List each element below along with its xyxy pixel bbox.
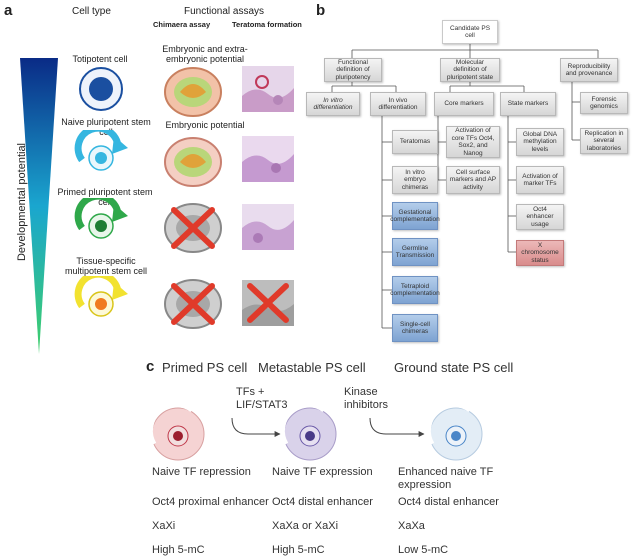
developmental-gradient-triangle xyxy=(20,58,58,354)
metastable-row4: High 5-mC xyxy=(272,544,325,556)
germline-transmission-box: Germline Transmission xyxy=(392,238,438,266)
metastable-ps-cell-icon xyxy=(279,402,337,461)
global-dna-methylation-box: Global DNA methylation levels xyxy=(516,128,564,156)
metastable-row3: XaXa or XaXi xyxy=(272,520,339,532)
panel-a-letter: a xyxy=(4,2,13,19)
single-cell-chimeras-box: Single-cell chimeras xyxy=(392,314,438,342)
in-vivo-differentiation-box: In vivo differentiation xyxy=(370,92,426,116)
teratoma-tissue-3 xyxy=(242,204,294,250)
arrow1-label: TFs + LIF/STAT3 xyxy=(236,386,288,411)
cell-surface-markers-box: Cell surface markers and AP activity xyxy=(446,166,500,194)
reproducibility-box: Reproducibility and provenance xyxy=(560,58,618,82)
panel-c-cells-and-arrows xyxy=(147,402,483,461)
molecular-definition-box: Molecular definition of pluripotent stat… xyxy=(440,58,500,82)
metastable-row2: Oct4 distal enhancer xyxy=(272,496,373,508)
ground-row1: Enhanced naive TF expression xyxy=(398,466,494,491)
activation-core-tfs-box: Activation of core TFs Oct4, Sox2, and N… xyxy=(446,126,500,158)
totipotent-potential-label: Embryonic and extra-embryonic potential xyxy=(162,44,248,64)
primed-ps-title: Primed PS cell xyxy=(162,360,248,375)
functional-assays-header: Functional assays xyxy=(184,6,265,17)
multipotent-cell-icon xyxy=(74,276,128,317)
teratoma-failed xyxy=(242,280,294,326)
naive-cell-icon xyxy=(74,130,128,171)
x-chromosome-status-box: X chromosome status xyxy=(516,240,564,266)
in-vitro-chimeras-box: In vitro embryo chimeras xyxy=(392,166,438,194)
ground-row3: XaXa xyxy=(398,520,425,532)
chimaera-embryo-1 xyxy=(164,67,222,117)
forensic-genomics-box: Forensic genomics xyxy=(580,92,628,114)
primed-cell-icon xyxy=(74,198,128,239)
functional-definition-box: Functional definition of pluripotency xyxy=(324,58,382,82)
gestational-complementation-box: Gestational complementation xyxy=(390,202,440,230)
tetraploid-complementation-box: Tetraploid complementation xyxy=(390,276,440,304)
primed-row3: XaXi xyxy=(152,520,176,532)
cell-type-header: Cell type xyxy=(72,6,111,17)
ground-row2: Oct4 distal enhancer xyxy=(398,496,499,508)
ground-row4: Low 5-mC xyxy=(398,544,449,556)
panel-b-connector-lines xyxy=(331,44,599,329)
chimaera-failed-2 xyxy=(164,279,222,329)
chimaera-assay-header: Chimaera assay xyxy=(153,20,211,29)
metastable-row1: Naive TF expression xyxy=(272,466,373,478)
primed-row1: Naive TF repression xyxy=(152,466,251,478)
ground-state-ps-cell-icon xyxy=(425,402,483,461)
primed-label: Primed pluripotent stem cell xyxy=(57,187,153,207)
teratomas-box: Teratomas xyxy=(392,130,438,154)
metastable-ps-title: Metastable PS cell xyxy=(258,360,366,375)
developmental-potential-axis-label: Developmental potential xyxy=(16,142,28,262)
panel-c-letter: c xyxy=(146,358,155,375)
teratoma-header: Teratoma formation xyxy=(232,20,302,29)
arrow2-label: Kinase inhibitors xyxy=(344,386,389,411)
ground-state-ps-title: Ground state PS cell xyxy=(394,360,514,375)
replication-box: Replication in several laboratories xyxy=(580,128,628,154)
teratoma-tissue-1 xyxy=(242,66,294,112)
oct4-enhancer-usage-box: Oct4 enhancer usage xyxy=(516,204,564,230)
chimaera-failed-1 xyxy=(164,203,222,253)
core-markers-box: Core markers xyxy=(434,92,494,116)
totipotent-label: Totipotent cell xyxy=(72,54,128,64)
in-vitro-differentiation-box: In vitro differentiation xyxy=(306,92,360,116)
multipotent-label: Tissue-specific multipotent stem cell xyxy=(64,256,148,276)
state-markers-box: State markers xyxy=(500,92,556,116)
naive-potential-label: Embryonic potential xyxy=(165,120,245,130)
panel-b-letter: b xyxy=(316,2,326,19)
primed-row2: Oct4 proximal enhancer xyxy=(152,496,269,508)
chimaera-embryo-2 xyxy=(164,137,222,187)
primed-row4: High 5-mC xyxy=(152,544,205,556)
teratoma-tissue-2 xyxy=(242,136,294,182)
totipotent-cell-icon xyxy=(79,67,123,111)
activation-marker-tfs-box: Activation of marker TFs xyxy=(516,166,564,194)
candidate-ps-cell-box: Candidate PS cell xyxy=(442,20,498,44)
primed-ps-cell-icon xyxy=(147,402,205,461)
